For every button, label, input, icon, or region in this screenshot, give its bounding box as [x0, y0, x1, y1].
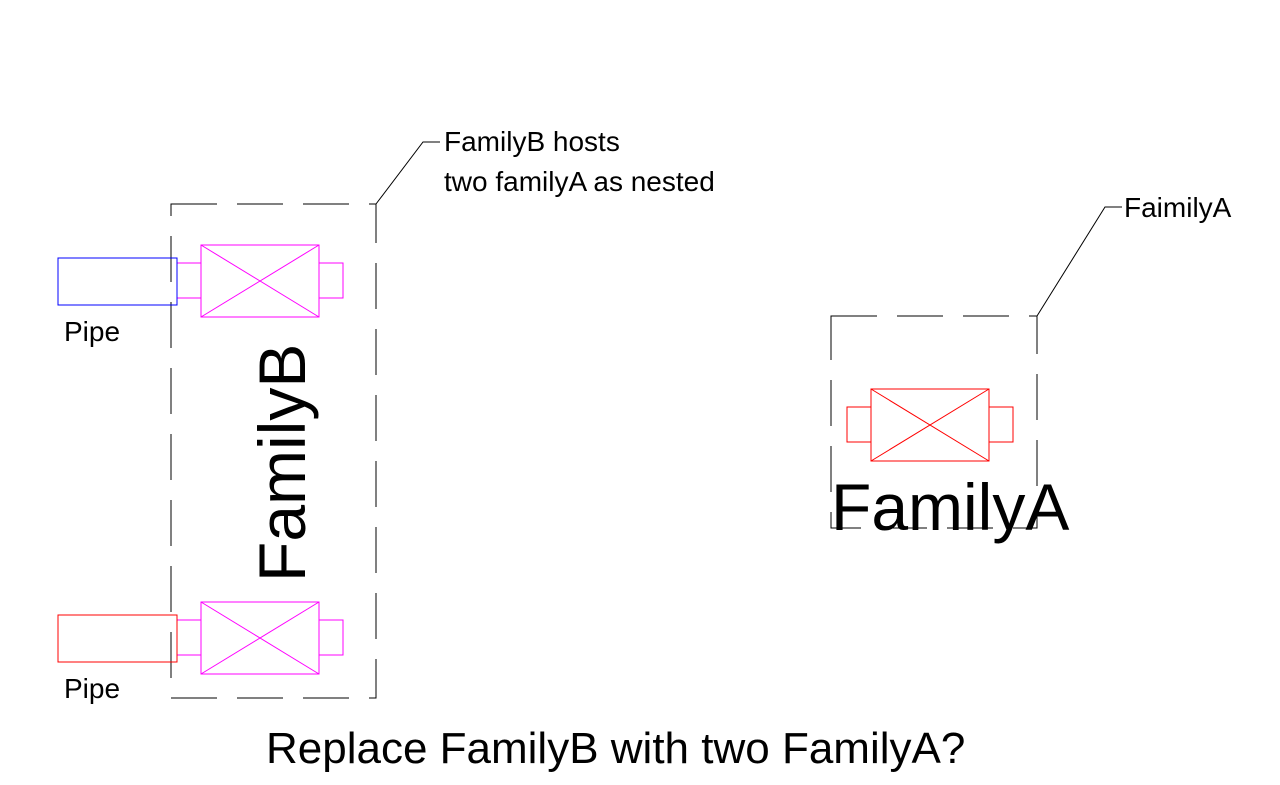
- pipe-bottom: [57, 614, 178, 663]
- family-b-group: FamilyB: [170, 203, 377, 699]
- family-b-boundary: [170, 203, 377, 699]
- question-text: Replace FamilyB with two FamilyA?: [266, 724, 965, 773]
- nested-family-a-bottom-cross-2: [200, 601, 320, 675]
- family-b-note-line2: two familyA as nested: [444, 166, 715, 197]
- family-a-boundary: [830, 315, 1038, 529]
- nested-family-a-top-cross-2: [200, 244, 320, 318]
- family-a-note-group: FaimilyA: [1036, 192, 1232, 317]
- pipe-top-label: Pipe: [64, 316, 120, 347]
- nested-family-a-bottom-left-connector: [176, 619, 202, 656]
- pipe-bottom-group: Pipe: [57, 614, 178, 704]
- family-b-label: FamilyB: [245, 344, 319, 582]
- nested-family-a-bottom-right-connector: [318, 619, 344, 656]
- nested-family-a-top-right-connector: [318, 262, 344, 299]
- nested-family-a-bottom: [176, 601, 344, 675]
- family-a-note: FaimilyA: [1124, 192, 1232, 223]
- family-a-cross-2: [870, 388, 990, 462]
- family-b-leader-line: [375, 141, 440, 205]
- family-a-right-connector: [988, 406, 1014, 443]
- family-b-note-group: FamilyB hosts two familyA as nested: [375, 126, 715, 205]
- family-a-left-connector: [846, 406, 872, 443]
- family-a-group: FamilyA: [830, 315, 1069, 544]
- nested-family-a-top: [176, 244, 344, 318]
- family-a-leader-line: [1036, 206, 1122, 317]
- family-b-note-line1: FamilyB hosts: [444, 126, 620, 157]
- pipe-bottom-label: Pipe: [64, 673, 120, 704]
- nested-family-a-top-left-connector: [176, 262, 202, 299]
- pipe-top-group: Pipe: [57, 257, 178, 347]
- family-a-label: FamilyA: [831, 470, 1069, 544]
- pipe-top: [57, 257, 178, 306]
